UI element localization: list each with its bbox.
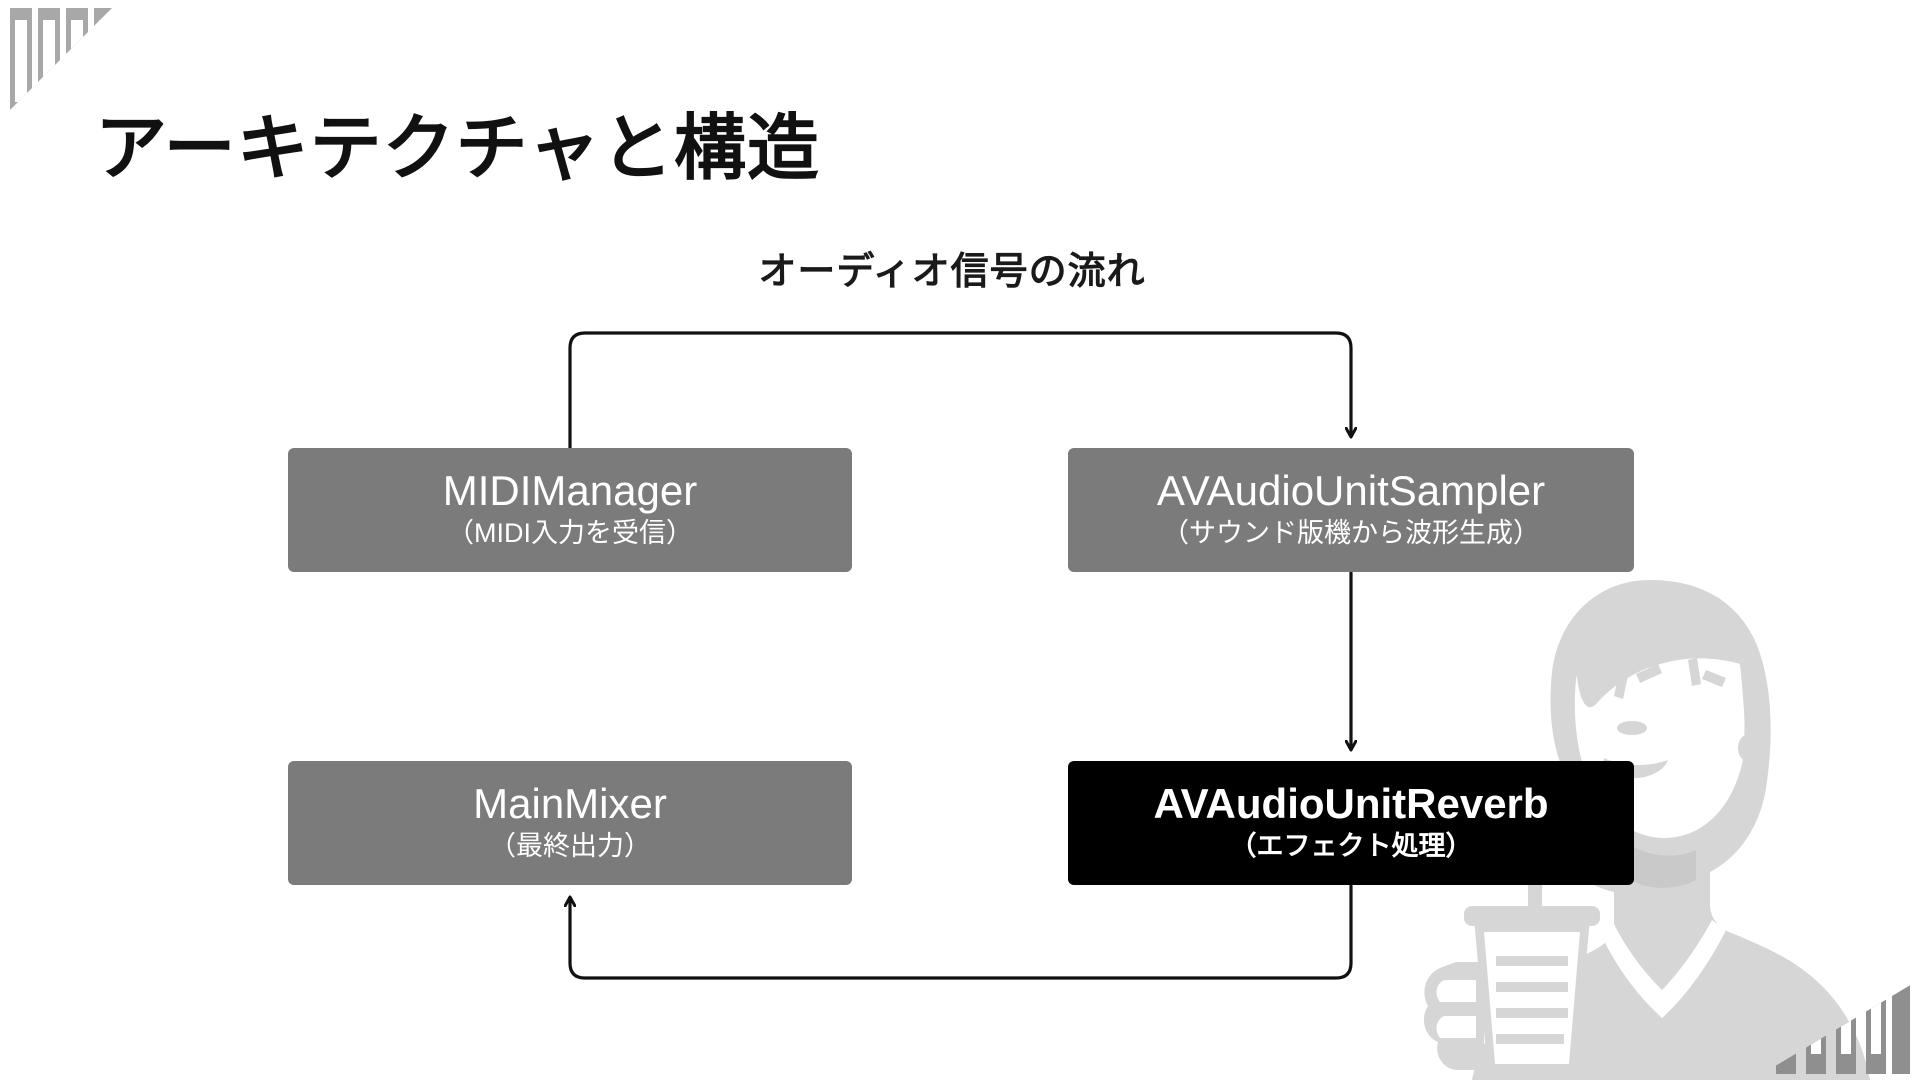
node-title: MIDIManager [442,467,698,515]
node-subtitle: （サウンド版機から波形生成） [1162,517,1540,548]
diagram-node-mainmixer[interactable]: MainMixer （最終出力） [288,761,852,885]
node-title: AVAudioUnitReverb [1153,780,1549,828]
node-title: AVAudioUnitSampler [1156,467,1546,515]
section-label-text: オーディオ信号の流れ [758,251,1146,293]
edge-midimanager-to-sampler [568,331,1351,450]
edge-reverb-to-mainmixer [570,884,1353,980]
diagram-node-avaudiounitsampler[interactable]: AVAudioUnitSampler （サウンド版機から波形生成） [1068,448,1634,572]
node-title: MainMixer [473,780,667,828]
node-subtitle: （エフェクト処理） [1229,830,1473,861]
page-title: アーキテクチャと構造 [95,109,820,190]
section-label: オーディオ信号の流れ [0,240,1920,295]
node-subtitle: （最終出力） [489,830,651,861]
diagram-node-avaudiounitreverb[interactable]: AVAudioUnitReverb （エフェクト処理） [1068,761,1634,885]
node-subtitle: （MIDI入力を受信） [447,517,693,548]
diagram-node-midimanager[interactable]: MIDIManager （MIDI入力を受信） [288,448,852,572]
